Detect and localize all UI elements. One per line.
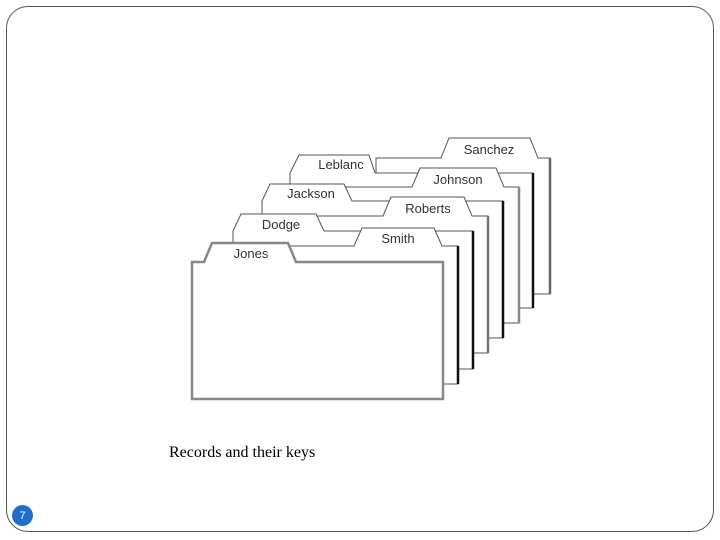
figure-caption: Records and their keys	[169, 444, 315, 462]
card-label-smith: Smith	[381, 231, 414, 246]
card-label-roberts: Roberts	[405, 201, 451, 216]
card-label-dodge: Dodge	[262, 217, 300, 232]
card-label-sanchez: Sanchez	[464, 142, 515, 157]
card-label-leblanc: Leblanc	[318, 157, 364, 172]
card-label-jackson: Jackson	[287, 186, 335, 201]
card-label-jones: Jones	[234, 246, 269, 261]
page-number-badge: 7	[12, 505, 33, 526]
card-label-johnson: Johnson	[433, 172, 482, 187]
index-card-jones: Jones	[192, 243, 443, 399]
